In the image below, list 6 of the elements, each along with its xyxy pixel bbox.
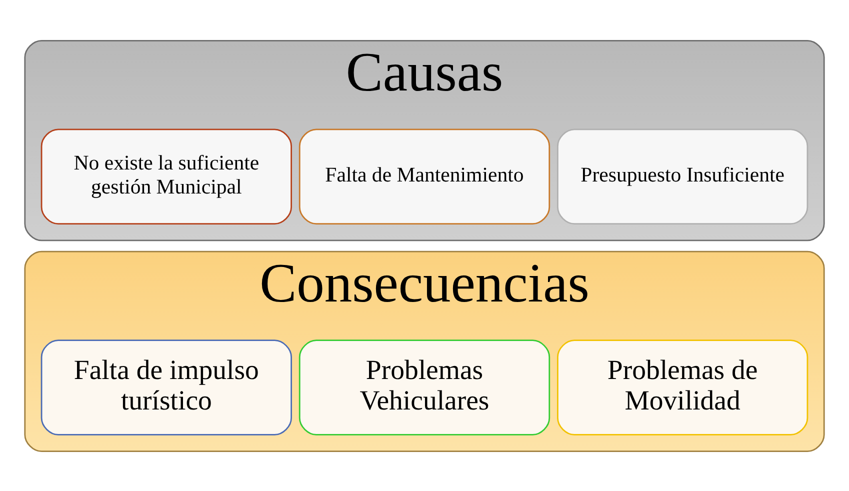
node-box: Problemas Vehiculares xyxy=(298,339,550,435)
node-box: Falta de impulso turístico xyxy=(40,339,292,435)
node-box: No existe la suficiente gestión Municipal xyxy=(40,128,292,224)
node-box: Problemas de Movilidad xyxy=(557,339,808,435)
node-box: Presupuesto Insuficiente xyxy=(557,128,808,224)
node-box: Falta de Mantenimiento xyxy=(298,128,550,224)
